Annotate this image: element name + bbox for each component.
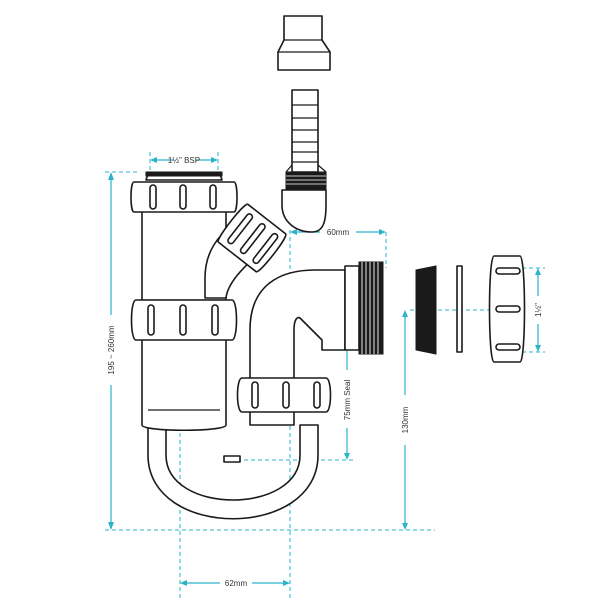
bsp-label: 1½" BSP bbox=[168, 156, 200, 165]
outlet-nut bbox=[488, 255, 526, 363]
seal-label: 75mm Seal bbox=[343, 380, 352, 421]
outlet-offset-dimension: 60mm bbox=[290, 228, 386, 237]
middle-nut bbox=[130, 299, 238, 341]
pipe-spacing-label: 62mm bbox=[225, 579, 248, 588]
outlet-size-dimension: 1½" bbox=[534, 268, 543, 352]
spigot-cap bbox=[277, 15, 331, 71]
lower-nut bbox=[236, 377, 332, 413]
flat-washer bbox=[456, 265, 463, 353]
u-bend bbox=[147, 424, 319, 520]
outlet-offset-label: 60mm bbox=[327, 228, 350, 237]
outlet-size-label: 1½" bbox=[534, 303, 543, 317]
spigot-assembly bbox=[281, 89, 327, 233]
outlet-height-dimension: 130mm bbox=[401, 310, 410, 530]
outlet-connector bbox=[344, 261, 384, 355]
overall-height-label: 195 ~ 260mm bbox=[107, 325, 116, 374]
bend-bottom-nub bbox=[223, 455, 241, 463]
pipe-spacing-dimension: 62mm bbox=[180, 579, 290, 588]
outlet-height-label: 130mm bbox=[401, 406, 410, 433]
seal-dimension: 75mm Seal bbox=[343, 340, 352, 460]
inlet-nut bbox=[130, 171, 238, 213]
angled-nut bbox=[217, 203, 287, 273]
cone-washer bbox=[415, 265, 437, 355]
overall-height-dimension: 195 ~ 260mm bbox=[107, 172, 116, 530]
bsp-dimension: 1½" BSP bbox=[150, 156, 218, 165]
